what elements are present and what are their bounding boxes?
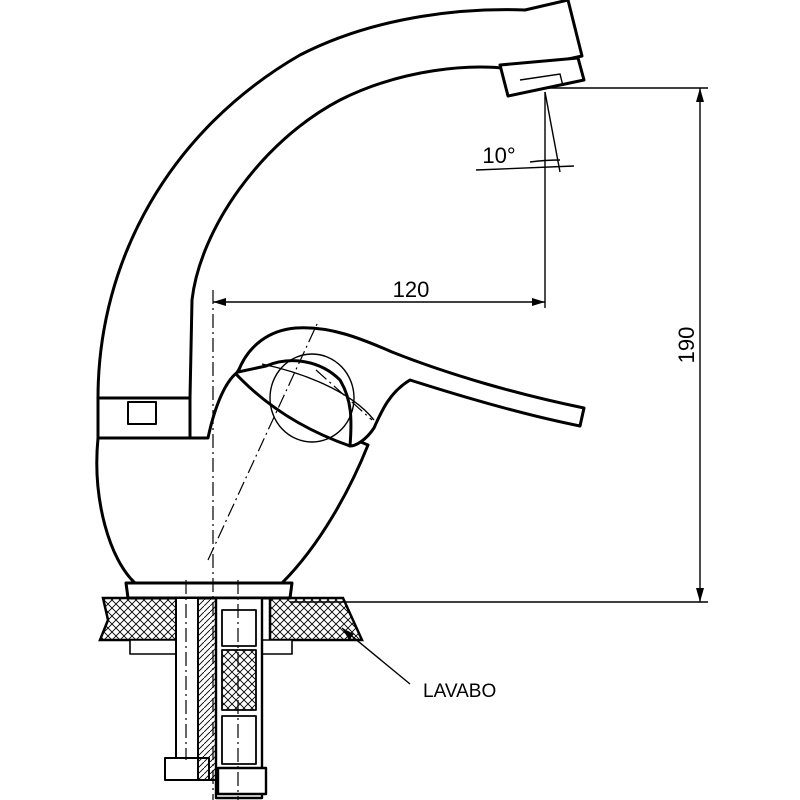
reach-arrow-left <box>213 298 226 306</box>
callout-leader <box>341 627 411 685</box>
angle-ray <box>544 91 561 173</box>
axis-lines <box>185 290 373 800</box>
angle-leader <box>475 165 575 171</box>
base-plate <box>124 581 294 600</box>
reach-arrow-right <box>532 298 545 306</box>
spout <box>96 0 586 440</box>
dimension-reach: 120 <box>213 92 546 308</box>
dimension-angle: 10° <box>475 91 575 173</box>
lever-axis <box>315 369 373 421</box>
basin-washer-right <box>261 639 293 655</box>
height-arrow-top <box>696 88 704 102</box>
threaded-rod <box>175 597 199 767</box>
basin-washer-left <box>129 639 179 655</box>
handle-lever <box>236 326 586 448</box>
hose-braid <box>221 649 257 711</box>
height-arrow-bottom <box>696 588 704 602</box>
dimension-height: 190 <box>290 87 708 603</box>
cartridge-axis <box>207 321 319 561</box>
angle-arc <box>529 159 561 163</box>
angle-value: 10° <box>482 143 515 168</box>
basin-callout: LAVABO <box>341 627 496 702</box>
aerator-detail <box>519 73 564 87</box>
hose-end-nut <box>216 766 268 796</box>
collar-notch <box>127 401 157 425</box>
height-value: 190 <box>674 327 699 364</box>
basin-slab <box>98 596 364 655</box>
callout-arrowhead <box>342 628 354 640</box>
hose-fitting-bottom <box>221 715 257 765</box>
lever-contour <box>261 363 375 421</box>
under-basin-fittings <box>164 596 268 800</box>
basin-slab-left <box>98 596 180 642</box>
reach-value: 120 <box>393 277 430 302</box>
cartridge-and-lever <box>234 326 586 448</box>
basin-slab-right <box>268 596 364 642</box>
faucet-base <box>124 581 294 600</box>
cartridge-circle <box>269 353 355 443</box>
basin-label: LAVABO <box>423 681 496 702</box>
hose-fitting-top <box>221 609 257 647</box>
